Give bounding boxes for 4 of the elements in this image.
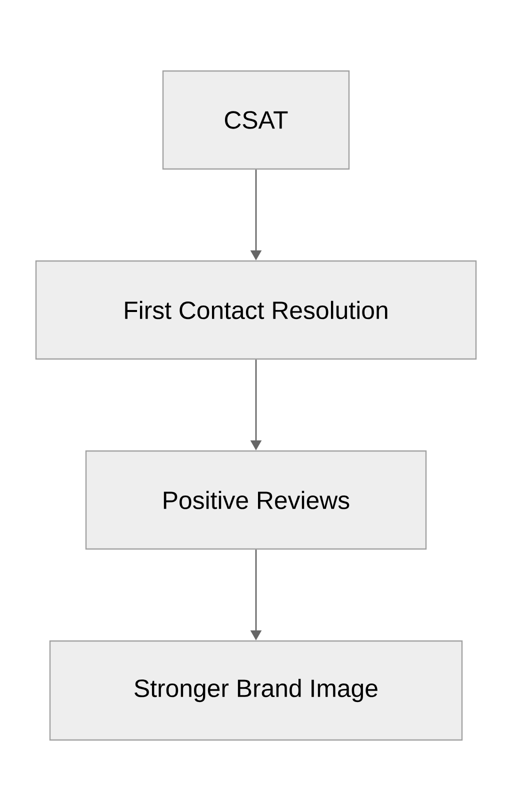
- process-box: First Contact Resolution: [35, 260, 477, 360]
- process-box: Stronger Brand Image: [49, 640, 463, 741]
- process-box: CSAT: [162, 70, 350, 170]
- process-box: Positive Reviews: [85, 450, 427, 550]
